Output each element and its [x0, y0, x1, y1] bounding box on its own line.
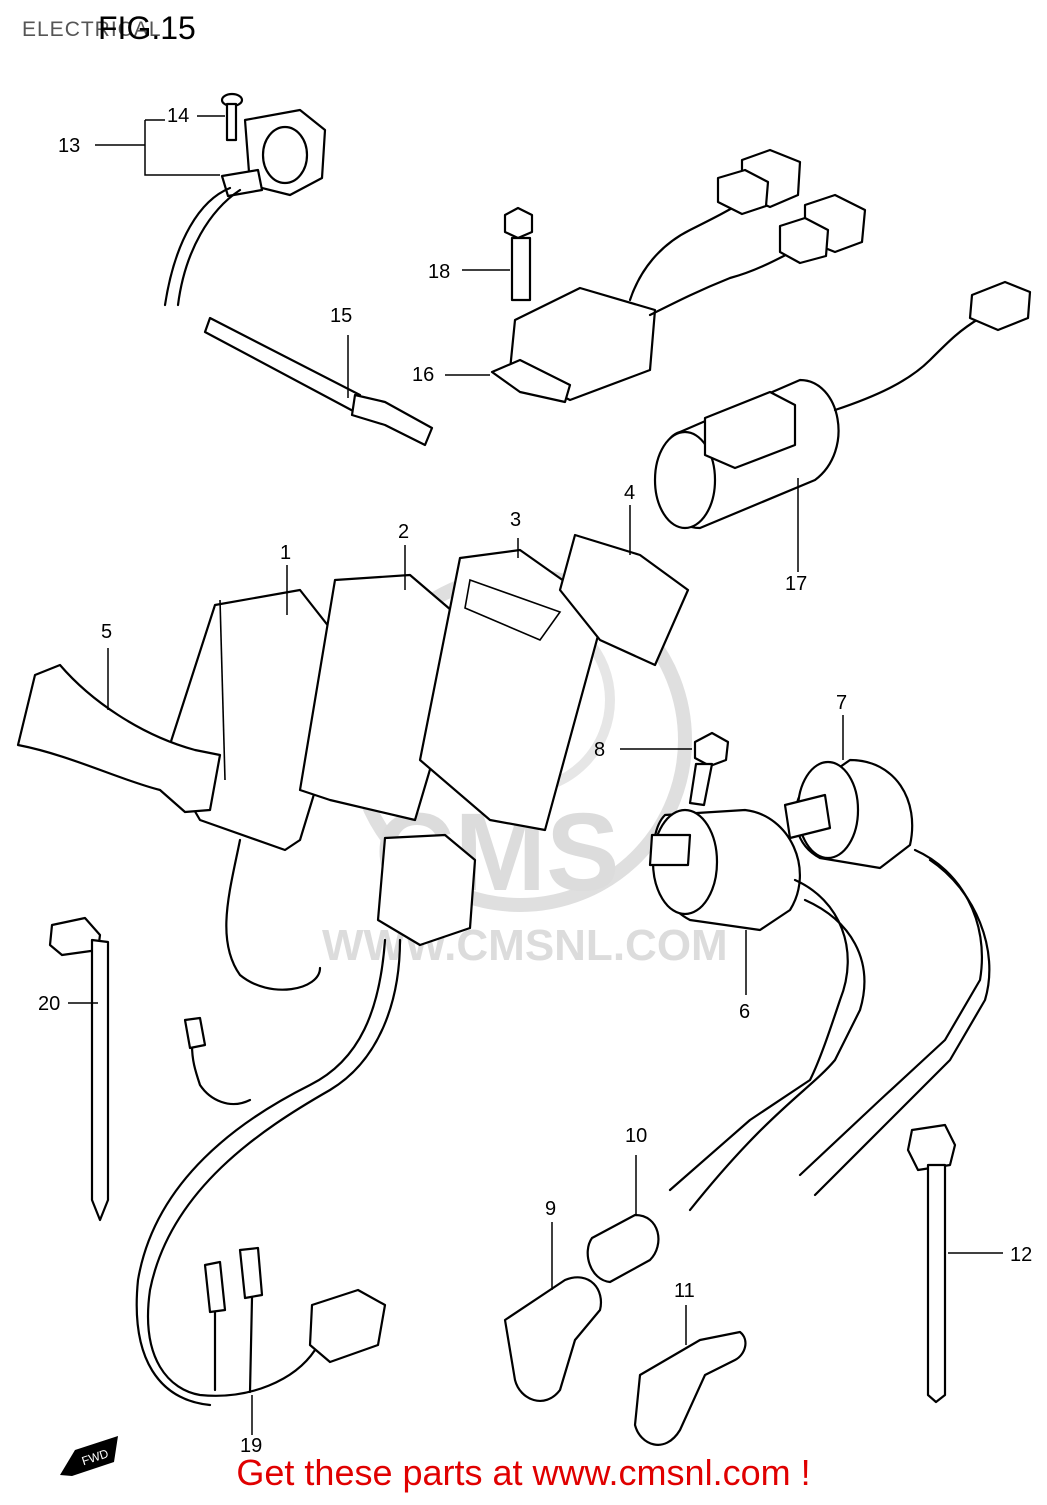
fwd-arrow-icon: FWD	[60, 1436, 118, 1476]
part-14-screw	[220, 92, 244, 142]
part-7-coil	[783, 758, 991, 1197]
callout-10: 10	[625, 1125, 647, 1147]
footer-promo-link[interactable]: Get these parts at www.cmsnl.com !	[236, 1452, 811, 1493]
part-18-bolt	[503, 206, 534, 302]
callout-18: 18	[428, 261, 450, 283]
callout-7: 7	[836, 692, 847, 714]
callout-13: 13	[58, 135, 80, 157]
section-title: ELECTRICAL	[22, 18, 162, 41]
part-15-cable-tie	[203, 316, 434, 447]
part-9-plug-cap	[503, 1276, 603, 1402]
callout-5: 5	[101, 621, 112, 643]
part-5-strap	[16, 663, 222, 814]
callout-12: 12	[1010, 1244, 1032, 1266]
part-11-plug-cap	[633, 1330, 747, 1446]
callout-4: 4	[624, 482, 635, 504]
callout-16: 16	[412, 364, 434, 386]
watermark-url: WWW.CMSNL.COM	[322, 921, 728, 970]
figure-title: FIG.15	[98, 10, 196, 46]
callout-9: 9	[545, 1198, 556, 1220]
part-16-relay	[490, 148, 867, 404]
callout-20: 20	[38, 993, 60, 1015]
callout-2: 2	[398, 521, 409, 543]
callout-11: 11	[674, 1280, 695, 1302]
callout-1: 1	[280, 542, 291, 564]
callout-numbers: 13 14 15 16 18 17 4 3 2 1 5 7 8 6 20 10 …	[38, 105, 1032, 1457]
callout-8: 8	[594, 739, 605, 761]
part-8-bolt	[688, 731, 730, 807]
part-20-tie	[48, 916, 110, 1222]
leader-lines	[68, 115, 1003, 1435]
part-4-plate	[558, 533, 690, 667]
part-13-clamp	[163, 108, 327, 307]
part-19-harness	[135, 833, 477, 1407]
part-12-tie	[906, 1123, 957, 1404]
part-6-coil	[648, 808, 866, 1212]
callout-19: 19	[240, 1435, 262, 1457]
part-3-unit	[418, 548, 607, 832]
callout-3: 3	[510, 509, 521, 531]
callout-6: 6	[739, 1001, 750, 1023]
part-17-condenser	[653, 280, 1032, 530]
callout-17: 17	[785, 573, 807, 595]
callout-15: 15	[330, 305, 352, 327]
part-10-cap	[586, 1213, 660, 1284]
callout-14: 14	[167, 105, 189, 127]
